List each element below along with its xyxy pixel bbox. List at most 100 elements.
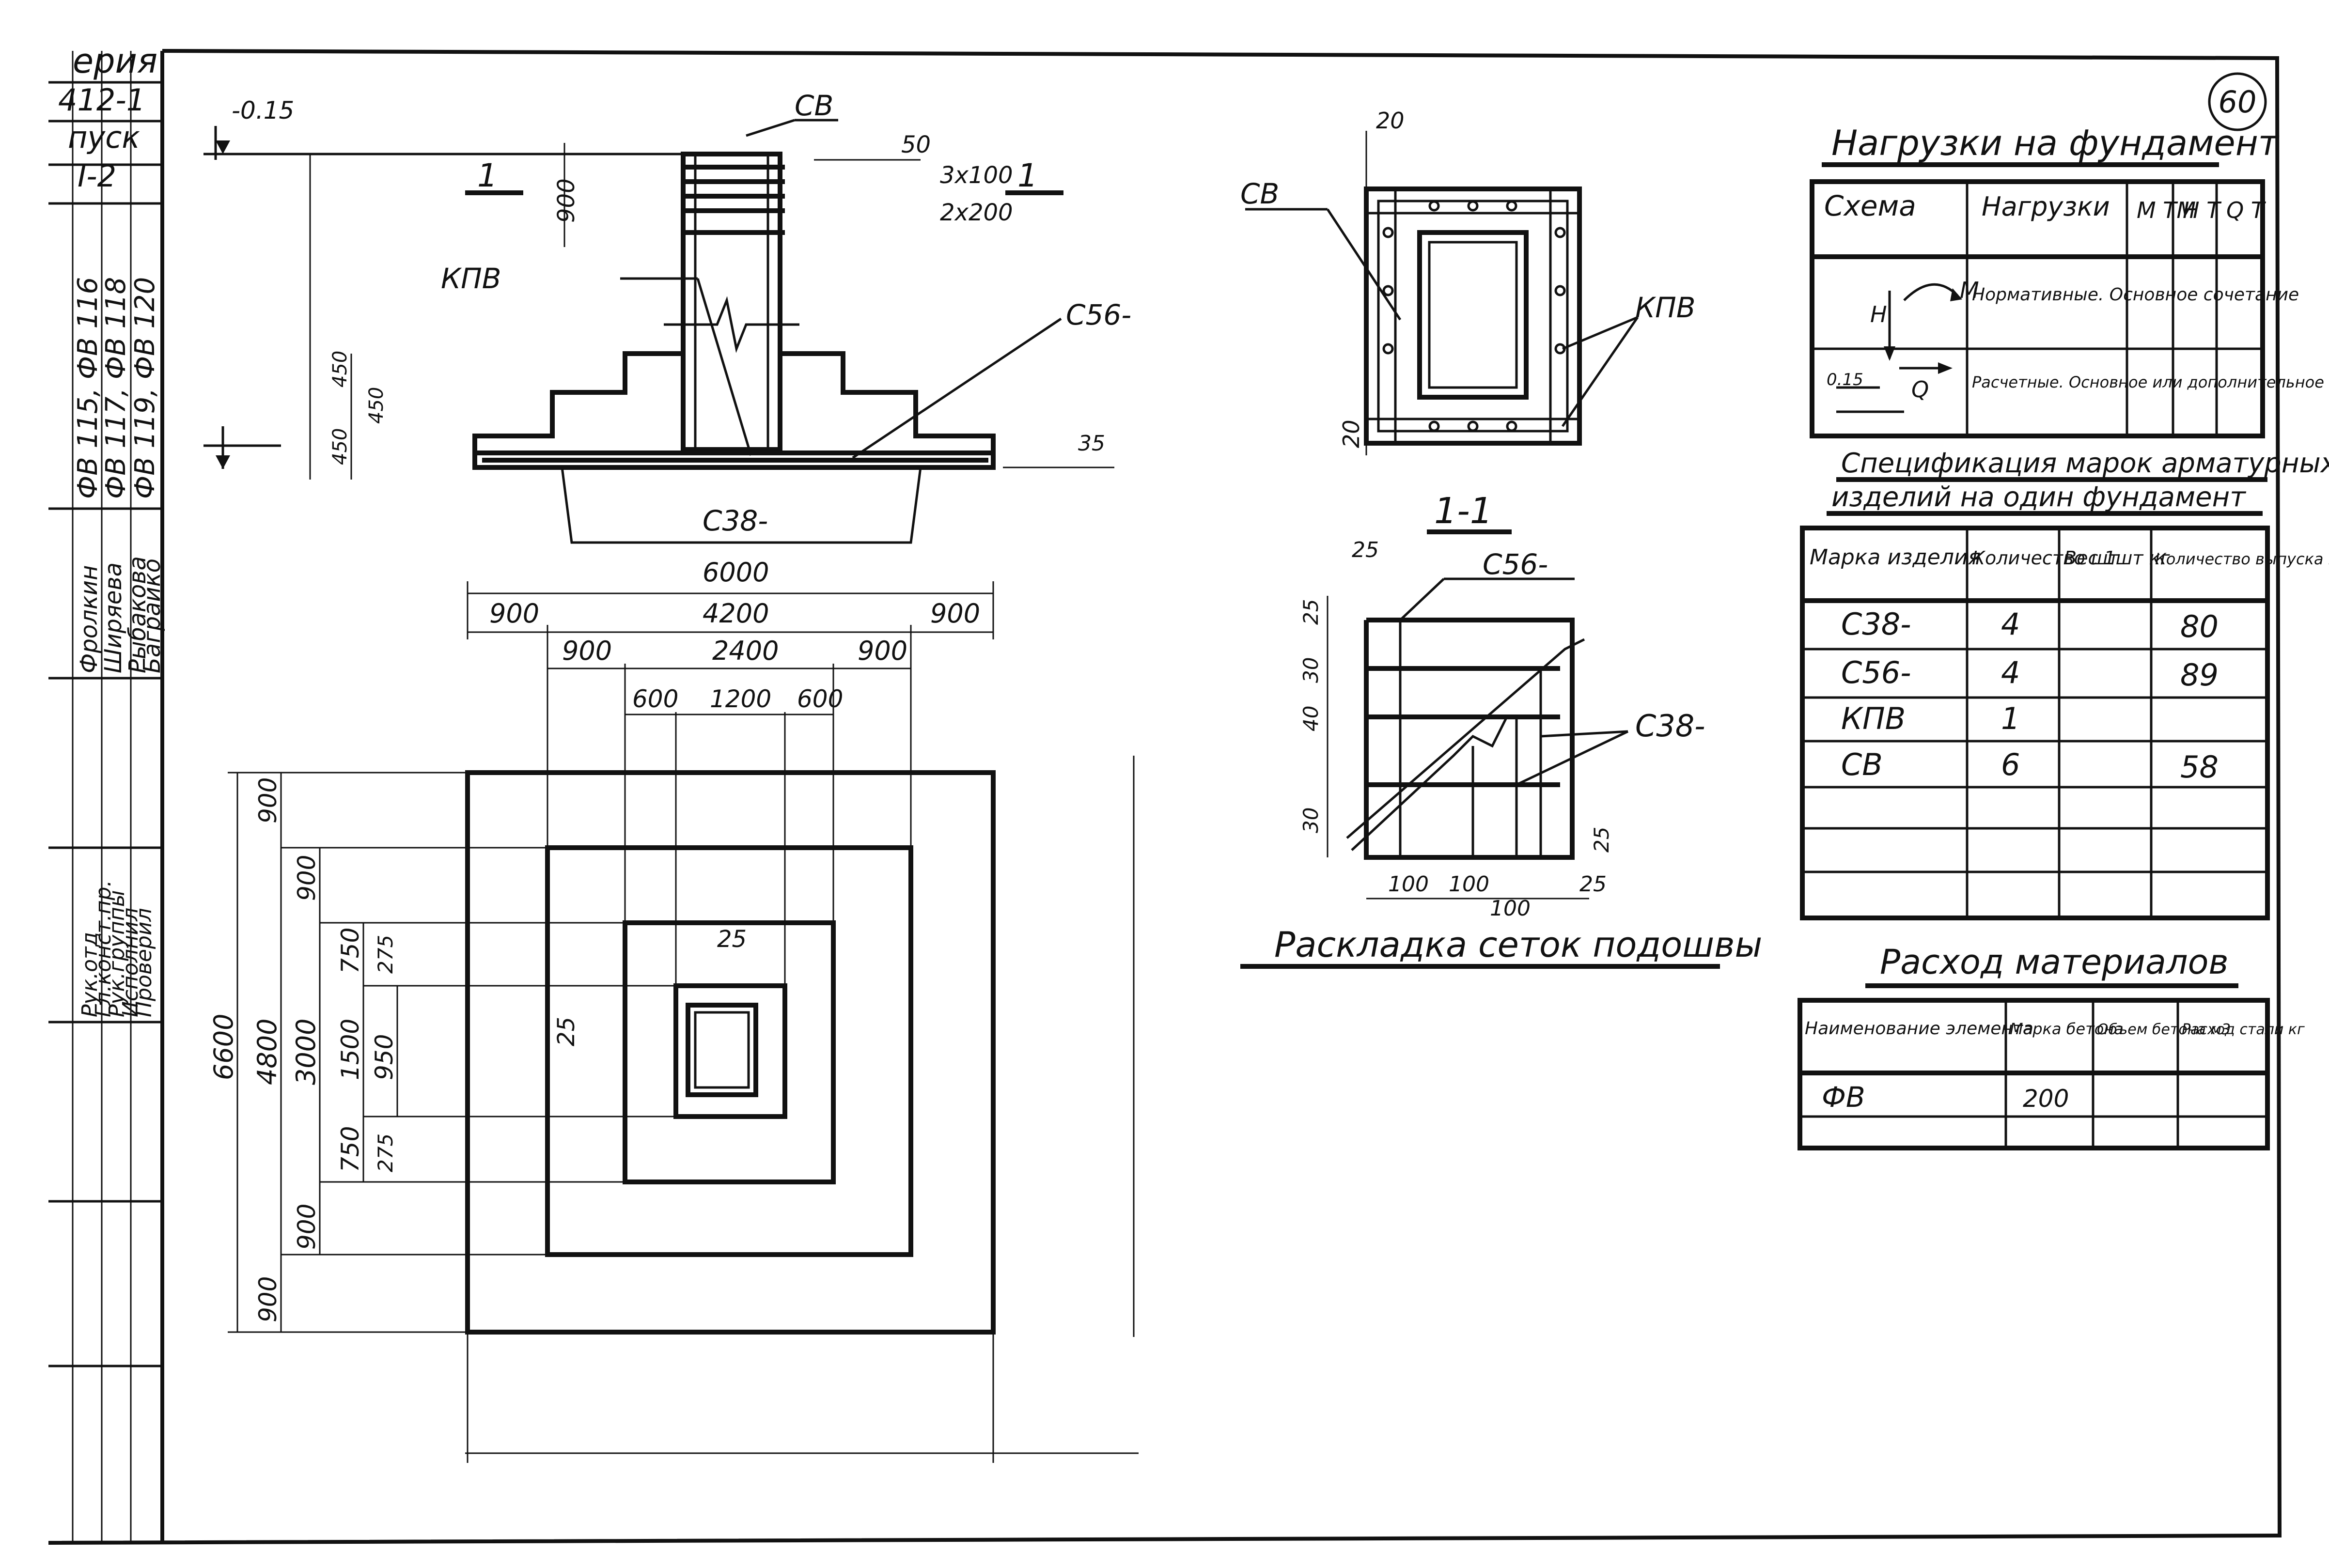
foundation-plan: 6000 900 4200 900 900 2400 900 600 1200 … — [208, 557, 1139, 1463]
plan-dim-l3-left: 600 — [632, 685, 678, 713]
mesh-label-c38: С38- — [1635, 708, 1705, 744]
marks-text-3: ФВ 119, ФВ 120 — [129, 277, 161, 499]
plan-dim-l2-mid: 2400 — [712, 636, 779, 666]
mesh-dim-bottom-2: 100 — [1449, 872, 1489, 897]
materials-header-steel: Расход стали кг — [2182, 1021, 2305, 1038]
plan-dim-bot2: 900 — [293, 1204, 321, 1250]
dim-stub: 900 — [553, 178, 580, 223]
plan-dim-inner-v: 3000 — [291, 1019, 321, 1085]
plan-dim-top3: 750 — [336, 928, 364, 974]
scheme-label-level: 0.15 — [1827, 370, 1863, 389]
plan-dim-total-h: 6000 — [703, 557, 769, 588]
dim-top-offset: 50 — [901, 131, 931, 158]
title-block: ерия 412-1 пуск I-2 ФВ 115, ФВ 116 ФВ 11… — [48, 41, 166, 1367]
mesh-dim-left-4: 30 — [1299, 807, 1323, 833]
name-row-3: Рук.группы — [105, 890, 129, 1018]
section-mark-left: 1 — [477, 157, 498, 194]
scheme-label-m: М — [1960, 277, 1979, 303]
spec-row-3-qty: 1 — [2001, 701, 2020, 736]
sheet-number-badge: 60 — [2208, 72, 2267, 131]
mesh-layout: 1-1 С56- С38- 25 25 30 40 30 100 100 100… — [1240, 490, 1762, 969]
loads-table: Нагрузки на фундамент Схема Нагрузки М Т… — [1810, 123, 2329, 438]
plan-dim-offset-h: 25 — [717, 926, 747, 953]
dim-cover: 35 — [1078, 431, 1105, 456]
scheme-label-n: Н — [1870, 301, 1887, 327]
spec-row-3-mark: КПВ — [1841, 701, 1906, 736]
plan-dim-core: 1500 — [336, 1019, 364, 1080]
socket-label-kpv: КПВ — [1635, 291, 1696, 324]
label-cb: СВ — [795, 89, 833, 122]
socket-dim-bottom: 20 — [1338, 419, 1364, 448]
issue-label: пуск — [68, 120, 140, 155]
dim-step2: 450 — [365, 387, 388, 424]
mesh-label-c56: С56- — [1483, 548, 1548, 581]
scheme-label-q: Q — [1911, 376, 1929, 403]
mesh-layout-title: Раскладка сеток подошвы — [1274, 924, 1762, 965]
spec-row-1-release: 80 — [2180, 609, 2219, 644]
mesh-dim-bottom-4: 25 — [1579, 872, 1607, 897]
socket-dim-top: 20 — [1376, 108, 1405, 134]
spec-table: Спецификация марок арматурных изделий на… — [1800, 448, 2329, 920]
issue-number: I-2 — [78, 158, 116, 194]
name-row-4: Исполнил — [118, 908, 143, 1017]
loads-table-title: Нагрузки на фундамент — [1831, 123, 2280, 163]
dim-spacing-b: 2х200 — [940, 199, 1013, 226]
name-row-1: Рук.отд — [78, 932, 102, 1017]
plan-dim-l2-right: 900 — [858, 636, 907, 666]
plan-dim-top4: 275 — [374, 935, 397, 974]
mesh-dim-left-2: 30 — [1299, 657, 1323, 683]
spec-row-1-mark: С38- — [1841, 606, 1911, 642]
materials-row-1-grade: 200 — [2023, 1085, 2069, 1113]
spec-row-4-mark: СВ — [1841, 747, 1883, 782]
plan-dim-l2-left: 900 — [562, 636, 612, 666]
spec-header-qty: Количество шт — [1972, 547, 2120, 569]
mesh-dim-left-1: 25 — [1299, 599, 1323, 625]
plan-dim-top1: 900 — [254, 777, 282, 823]
socket-detail: СВ КПВ 20 20 — [1240, 108, 1696, 455]
spec-row-2-qty: 4 — [2001, 655, 2020, 690]
sheet-number: 60 — [2219, 84, 2257, 120]
person-2: Ширяева — [100, 562, 127, 673]
spec-row-1-qty: 4 — [2001, 606, 2020, 642]
plan-dim-bot4: 275 — [374, 1133, 397, 1172]
foundation-elevation: -0.15 СВ 50 — [203, 89, 1131, 544]
materials-title: Расход материалов — [1880, 942, 2229, 982]
plan-dim-l3-right: 600 — [797, 685, 843, 713]
plan-dim-outer-left: 900 — [489, 598, 539, 629]
marks-text-2: ФВ 117, ФВ 118 — [100, 277, 132, 499]
spec-row-2-mark: С56- — [1841, 655, 1911, 690]
materials-header-grade: Марка бетона — [2010, 1020, 2124, 1038]
dim-spacing-a: 3х100 — [940, 162, 1013, 189]
plan-dim-mid-h: 4200 — [703, 598, 769, 629]
mesh-section-label: 1-1 — [1434, 490, 1493, 532]
plan-dim-bot3: 750 — [336, 1126, 364, 1172]
plan-dim-top2: 900 — [293, 855, 321, 901]
socket-label-cb: СВ — [1240, 177, 1279, 210]
plan-dim-socket: 950 — [370, 1034, 398, 1080]
plan-dim-total-v: 6600 — [208, 1014, 239, 1080]
level-mark: -0.15 — [232, 96, 294, 124]
dim-step1: 450 — [329, 351, 351, 388]
loads-header-n: Н Т — [2183, 197, 2222, 223]
label-c56: С56- — [1066, 298, 1131, 331]
plan-dim-mid-v: 4800 — [252, 1019, 282, 1085]
mesh-dim-bottom-1: 100 — [1388, 872, 1429, 897]
sheet-frame — [48, 49, 2282, 1545]
marks-text-1: ФВ 115, ФВ 116 — [72, 277, 104, 499]
plan-dim-offset-v: 25 — [553, 1017, 580, 1046]
loads-header-q: Q Т — [2226, 197, 2266, 223]
spec-header-weight: Вес 1шт кг — [2064, 547, 2171, 569]
mesh-dim-top-left: 25 — [1352, 538, 1379, 562]
loads-row-1: Нормативные. Основное сочетание — [1972, 285, 2299, 305]
spec-row-4-release: 58 — [2180, 749, 2219, 785]
mesh-dim-left-3: 40 — [1299, 706, 1323, 731]
plan-dim-outer-right: 900 — [930, 598, 980, 629]
spec-title-2: изделий на один фундамент — [1831, 481, 2246, 513]
loads-header-m: М ТМ — [2137, 197, 2196, 223]
label-c38: С38- — [703, 504, 768, 537]
materials-table: Расход материалов Наименование элемента … — [1798, 942, 2305, 1150]
materials-row-1-name: ФВ — [1822, 1081, 1865, 1114]
dim-step3: 450 — [329, 428, 351, 465]
loads-header-scheme: Схема — [1824, 189, 1916, 222]
